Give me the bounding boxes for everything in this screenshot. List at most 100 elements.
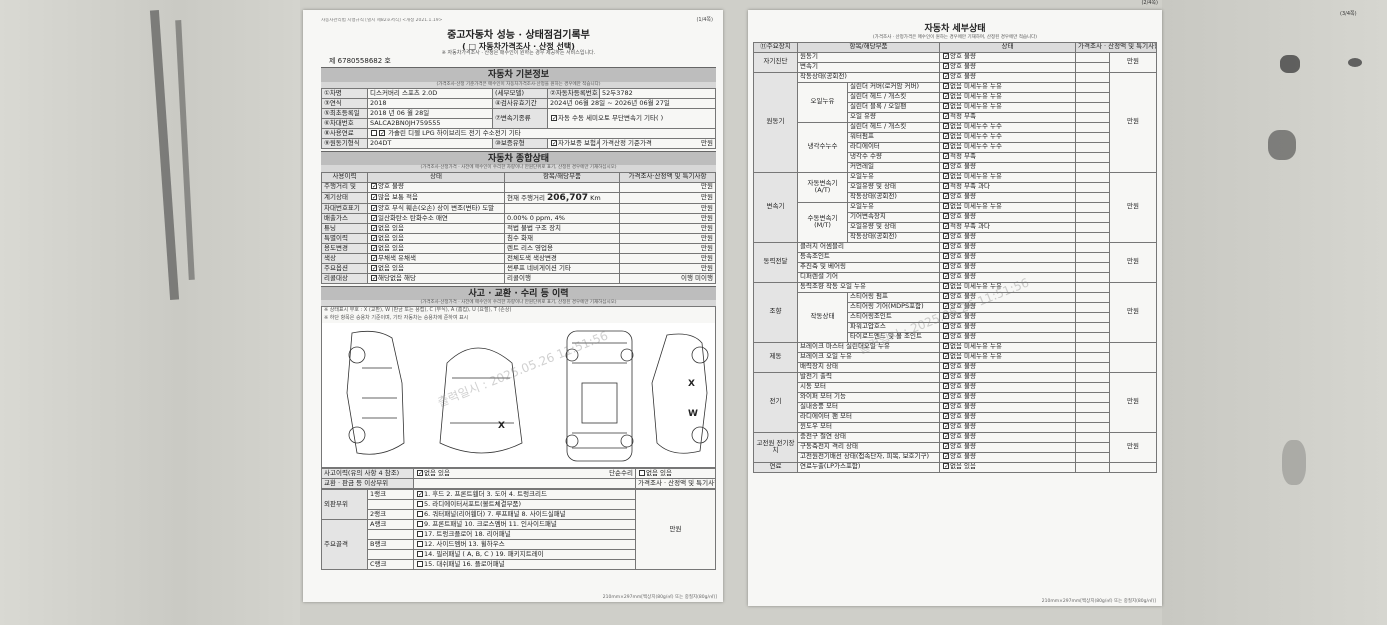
checkbox-icon[interactable] <box>943 383 950 390</box>
checkbox-icon[interactable] <box>417 520 423 527</box>
checkbox-icon[interactable] <box>943 213 950 220</box>
checkbox-icon[interactable] <box>943 343 950 350</box>
checkbox-icon[interactable] <box>371 254 377 261</box>
checkbox-icon[interactable] <box>943 113 950 120</box>
checkbox-icon[interactable] <box>943 353 950 360</box>
checkbox-icon[interactable] <box>371 244 377 251</box>
rank-items-text: 6. 쿼터패널(리어휀더) 7. 루프패널 8. 사이드실패널 <box>424 509 566 518</box>
device-group-label: 조향 <box>753 281 798 343</box>
checkbox-icon[interactable] <box>943 133 950 140</box>
checkbox-icon[interactable] <box>417 490 423 497</box>
checkbox-icon[interactable] <box>943 53 950 60</box>
summary-note: (가격조사·산정가격 · 사전에 매수인이 수리한 차량이나 만원단위로 표기,… <box>321 165 716 172</box>
detail-blank-cell <box>1075 101 1111 113</box>
checkbox-icon[interactable] <box>943 423 950 430</box>
detail-blank-cell <box>1075 51 1111 63</box>
checkbox-icon[interactable] <box>943 413 950 420</box>
checkbox-icon[interactable] <box>371 274 377 281</box>
checkbox-icon[interactable] <box>943 153 950 160</box>
detail-header-price: 가격조사 · 산정액 및 특기사항 <box>1075 41 1157 53</box>
checkbox-icon[interactable] <box>943 203 950 210</box>
checkbox-icon[interactable] <box>943 63 950 70</box>
detail-state-options: 양호 불량 <box>950 382 977 391</box>
checkbox-icon[interactable] <box>943 143 950 150</box>
detail-state-cell: 없음 있음 <box>939 461 1077 473</box>
checkbox-icon[interactable] <box>417 560 423 567</box>
checkbox-icon[interactable] <box>943 443 950 450</box>
detail-item-label: 라디에이터 <box>846 141 941 153</box>
detail-state-options: 양호 불량 <box>950 362 977 371</box>
checkbox-icon[interactable] <box>943 303 950 310</box>
checkbox-icon[interactable] <box>371 193 377 200</box>
checkbox-icon[interactable] <box>551 139 557 146</box>
checkbox-icon[interactable] <box>943 293 950 300</box>
checkbox-icon[interactable] <box>417 500 423 507</box>
checkbox-icon[interactable] <box>943 263 950 270</box>
checkbox-icon[interactable] <box>417 510 423 517</box>
checkbox-icon[interactable] <box>943 103 950 110</box>
checkbox-icon[interactable] <box>943 223 950 230</box>
checkbox-icon[interactable] <box>417 540 423 547</box>
checkbox-icon[interactable] <box>417 469 423 476</box>
checkbox-icon[interactable] <box>943 253 950 260</box>
checkbox-icon[interactable] <box>943 183 950 190</box>
checkbox-icon[interactable] <box>371 224 377 231</box>
detail-blank-cell <box>1075 181 1111 193</box>
checkbox-icon[interactable] <box>943 123 950 130</box>
wheel-icon <box>348 346 366 364</box>
summary-state-cell: 양호 불량 <box>367 181 505 193</box>
checkbox-icon[interactable] <box>943 243 950 250</box>
checkbox-icon[interactable] <box>551 114 557 121</box>
checkbox-icon[interactable] <box>371 264 377 271</box>
detail-state-options: 양호 불량 <box>950 252 977 261</box>
checkbox-icon[interactable] <box>943 73 950 80</box>
checkbox-icon[interactable] <box>417 550 423 557</box>
detail-price-cell <box>1109 461 1157 473</box>
checkbox-icon[interactable] <box>943 453 950 460</box>
checkbox-icon[interactable] <box>943 173 950 180</box>
checkbox-icon[interactable] <box>943 373 950 380</box>
checkbox-icon[interactable] <box>943 93 950 100</box>
checkbox-icon[interactable] <box>371 214 377 221</box>
checkbox-icon[interactable] <box>379 129 385 136</box>
summary-state-cell: 양호 부식 훼손(오손) 상이 변조(변타) 도말 <box>367 202 505 214</box>
abnormal-part-label: 교환 · 판금 등 이상부위 <box>321 477 414 489</box>
sub-group-label: 작동상태 <box>797 291 848 343</box>
checkbox-icon[interactable] <box>943 233 950 240</box>
damage-mark-exchange: X <box>498 420 505 431</box>
summary-header-price: 가격조사·산정액 및 특기사항 <box>619 171 716 183</box>
detail-price-cell: 만원 <box>1109 171 1157 243</box>
detail-row: 추진축 및 베어링양호 불량 <box>754 261 1157 273</box>
detail-blank-cell <box>1075 281 1111 293</box>
checkbox-icon[interactable] <box>943 283 950 290</box>
checkbox-icon[interactable] <box>371 129 377 136</box>
detail-row: 변속기양호 불량 <box>754 61 1157 73</box>
summary-state-options: 양호 불량 <box>378 182 404 191</box>
detail-item-label: 작동상태(공회전) <box>846 231 941 243</box>
checkbox-icon[interactable] <box>417 530 423 537</box>
checkbox-icon[interactable] <box>943 333 950 340</box>
checkbox-icon[interactable] <box>943 463 950 470</box>
checkbox-icon[interactable] <box>943 403 950 410</box>
checkbox-icon[interactable] <box>943 393 950 400</box>
checkbox-icon[interactable] <box>943 83 950 90</box>
checkbox-icon[interactable] <box>943 433 950 440</box>
main-frame-label: 주요골격 <box>321 518 368 570</box>
checkbox-icon[interactable] <box>943 193 950 200</box>
summary-state-options: 해당없음 해당 <box>378 273 416 282</box>
checkbox-icon[interactable] <box>639 469 645 476</box>
wheel-icon <box>565 348 579 362</box>
checkbox-icon[interactable] <box>943 273 950 280</box>
device-group-label: 전기 <box>753 371 798 433</box>
checkbox-icon[interactable] <box>371 204 377 211</box>
rank-label <box>367 498 414 510</box>
rank-items: 1. 후드 2. 프론트휀더 3. 도어 4. 트렁크리드 <box>413 488 636 500</box>
detail-price-cell: 만원 <box>1109 51 1157 73</box>
checkbox-icon[interactable] <box>943 323 950 330</box>
checkbox-icon[interactable] <box>943 313 950 320</box>
checkbox-icon[interactable] <box>943 363 950 370</box>
checkbox-icon[interactable] <box>371 234 377 241</box>
checkbox-icon[interactable] <box>371 183 377 190</box>
checkbox-icon[interactable] <box>943 163 950 170</box>
